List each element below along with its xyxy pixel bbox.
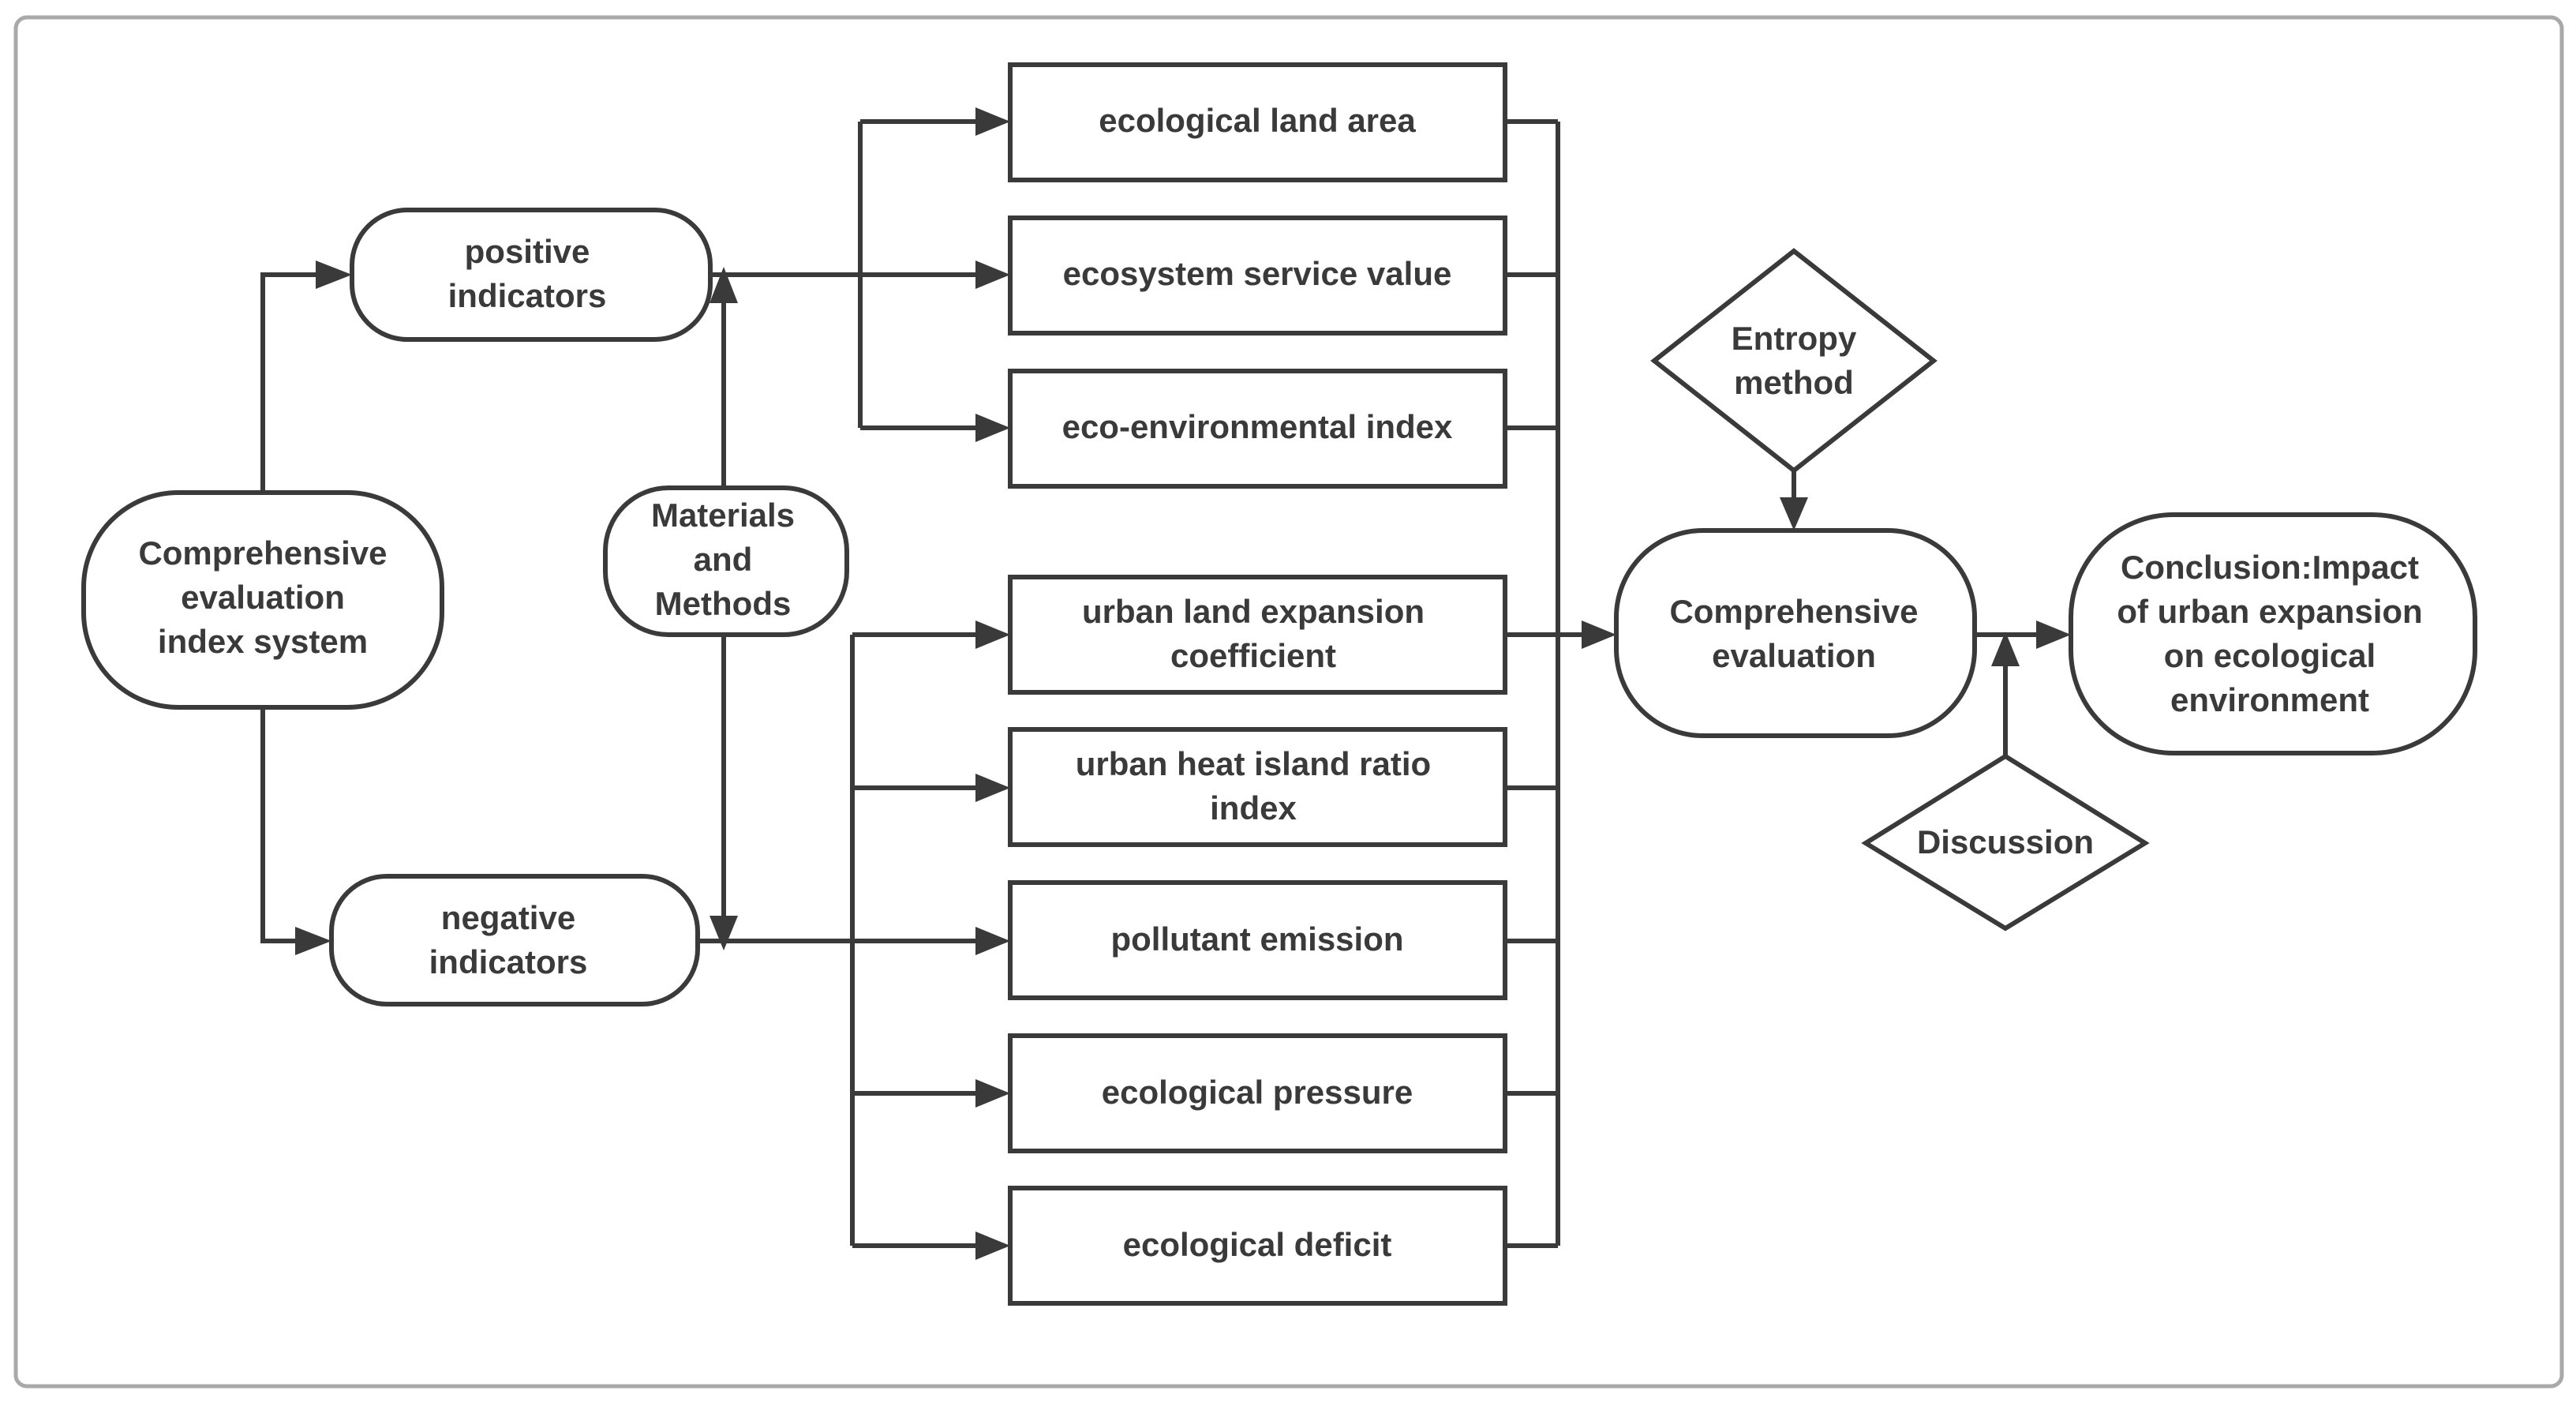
label-comprehensive-index-system-line-1: Comprehensive bbox=[138, 534, 387, 572]
node-urban-heat-island-ratio-index bbox=[1008, 727, 1507, 847]
node-comprehensive-index-system bbox=[81, 490, 444, 710]
label-positive-indicators-line-2: indicators bbox=[448, 277, 607, 314]
arrowhead-materials-down bbox=[710, 916, 738, 950]
arrowhead-eco-environmental-index bbox=[975, 414, 1010, 442]
label-entropy-method-line-1: Entropy bbox=[1732, 320, 1857, 357]
node-comprehensive-evaluation bbox=[1614, 528, 1977, 738]
arrowheads bbox=[295, 107, 2071, 1260]
label-discussion: Discussion bbox=[1917, 823, 2094, 860]
arrowhead-comprehensive-evaluation bbox=[1582, 620, 1616, 649]
label-urban-land-expansion-coefficient-line-2: coefficient bbox=[1170, 637, 1336, 674]
label-ecological-deficit-line-1: ecological deficit bbox=[1123, 1226, 1392, 1263]
arrowhead-ecological-deficit bbox=[975, 1231, 1010, 1260]
node-eco-environmental-index bbox=[1008, 369, 1507, 489]
connector-index-to-positive bbox=[260, 272, 316, 493]
arrowhead-materials-up bbox=[710, 267, 738, 303]
label-comprehensive-index-system-line-2: evaluation bbox=[181, 579, 345, 616]
node-ecological-deficit bbox=[1008, 1186, 1507, 1306]
label-negative-indicators: negative indicators bbox=[429, 899, 588, 980]
label-conclusion: Conclusion:Impact of urban expansion on ec… bbox=[2117, 549, 2422, 718]
node-urban-land-expansion-coefficient bbox=[1008, 575, 1507, 695]
label-conclusion-line-2: of urban expansion bbox=[2117, 593, 2422, 630]
node-negative-indicators bbox=[329, 874, 700, 1007]
node-discussion bbox=[1861, 753, 2150, 932]
label-comprehensive-evaluation-line-2: evaluation bbox=[1712, 637, 1876, 674]
label-urban-land-expansion-coefficient: urban land expansion coefficient bbox=[1082, 593, 1425, 674]
label-urban-heat-island-ratio-index: urban heat island ratio index bbox=[1076, 745, 1431, 827]
label-conclusion-line-4: environment bbox=[2170, 681, 2369, 718]
label-negative-indicators-line-1: negative bbox=[441, 899, 575, 936]
label-comprehensive-index-system: Comprehensive evaluation index system bbox=[138, 534, 387, 660]
arrowhead-pollutant-emission bbox=[975, 927, 1010, 955]
label-ecological-deficit: ecological deficit bbox=[1123, 1226, 1392, 1263]
node-positive-indicators bbox=[350, 208, 713, 342]
node-ecosystem-service-value bbox=[1008, 216, 1507, 336]
label-ecosystem-service-value-line-1: ecosystem service value bbox=[1063, 255, 1452, 292]
label-ecological-pressure-line-1: ecological pressure bbox=[1102, 1074, 1413, 1111]
label-conclusion-line-3: on ecological bbox=[2164, 637, 2376, 674]
label-comprehensive-index-system-line-3: index system bbox=[158, 623, 368, 660]
arrowhead-urban-land-expansion bbox=[975, 620, 1010, 649]
labels: Comprehensive evaluation index system posi… bbox=[138, 102, 2422, 1263]
arrowhead-discussion-up bbox=[1991, 632, 2020, 666]
label-positive-indicators-line-1: positive bbox=[465, 233, 590, 270]
connector-index-to-negative bbox=[260, 707, 295, 943]
label-urban-land-expansion-coefficient-line-1: urban land expansion bbox=[1082, 593, 1425, 630]
arrowhead-ecological-land-area bbox=[975, 107, 1010, 136]
arrowhead-conclusion bbox=[2036, 620, 2071, 649]
label-pollutant-emission: pollutant emission bbox=[1110, 920, 1403, 958]
label-negative-indicators-line-2: indicators bbox=[429, 943, 588, 980]
label-comprehensive-evaluation: Comprehensive evaluation bbox=[1669, 593, 1918, 674]
label-positive-indicators: positive indicators bbox=[448, 233, 607, 314]
label-materials-and-methods-line-3: Methods bbox=[655, 585, 792, 622]
label-urban-heat-island-ratio-index-line-1: urban heat island ratio bbox=[1076, 745, 1431, 782]
arrowhead-urban-heat-island bbox=[975, 774, 1010, 802]
label-ecological-land-area-line-1: ecological land area bbox=[1099, 102, 1416, 139]
label-materials-and-methods-line-1: Materials bbox=[651, 497, 795, 534]
label-ecosystem-service-value: ecosystem service value bbox=[1063, 255, 1452, 292]
label-urban-heat-island-ratio-index-line-2: index bbox=[1210, 789, 1297, 827]
connectors bbox=[260, 119, 2042, 1248]
label-discussion-line-1: Discussion bbox=[1917, 823, 2094, 860]
node-entropy-method bbox=[1650, 248, 1938, 474]
label-pollutant-emission-line-1: pollutant emission bbox=[1110, 920, 1403, 958]
label-eco-environmental-index-line-1: eco-environmental index bbox=[1062, 408, 1453, 445]
nodes bbox=[81, 62, 2477, 1306]
node-conclusion bbox=[2069, 512, 2477, 755]
arrowhead-ecosystem-service-value bbox=[975, 261, 1010, 289]
label-entropy-method: Entropy method bbox=[1732, 320, 1857, 401]
arrowhead-negative bbox=[295, 927, 331, 955]
node-ecological-land-area bbox=[1008, 62, 1507, 182]
label-ecological-land-area: ecological land area bbox=[1099, 102, 1416, 139]
label-eco-environmental-index: eco-environmental index bbox=[1062, 408, 1453, 445]
node-pollutant-emission bbox=[1008, 880, 1507, 1000]
label-materials-and-methods-line-2: and bbox=[694, 541, 753, 578]
node-materials-and-methods bbox=[603, 485, 849, 637]
label-comprehensive-evaluation-line-1: Comprehensive bbox=[1669, 593, 1918, 630]
label-ecological-pressure: ecological pressure bbox=[1102, 1074, 1413, 1111]
arrowhead-positive bbox=[316, 261, 352, 289]
node-ecological-pressure bbox=[1008, 1033, 1507, 1153]
arrowhead-ecological-pressure bbox=[975, 1079, 1010, 1108]
label-entropy-method-line-2: method bbox=[1734, 364, 1854, 401]
label-conclusion-line-1: Conclusion:Impact bbox=[2121, 549, 2419, 586]
arrowhead-entropy-down bbox=[1780, 497, 1808, 530]
